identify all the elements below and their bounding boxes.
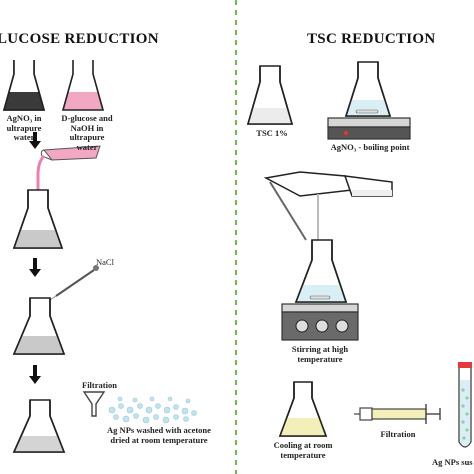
- pouring-flask-tsc-icon: [263, 171, 393, 197]
- right-title: TSC REDUCTION: [307, 31, 436, 47]
- flask-mixed-icon: [12, 189, 64, 249]
- flask-stirring-icon: [294, 239, 348, 303]
- pipette-tsc-icon: [269, 181, 307, 241]
- label-filtration-left: Filtration: [82, 380, 117, 390]
- flask-glucose-icon: [61, 60, 105, 111]
- flask-boiling-icon: [344, 61, 392, 117]
- test-tube-icon: [458, 362, 472, 448]
- arrow-down-3-icon: [29, 365, 41, 384]
- pink-stream: [36, 154, 46, 205]
- label-boiling: AgNO₃ - boiling point: [330, 142, 410, 152]
- funnel-icon: [82, 391, 106, 417]
- arrow-down-2-icon: [29, 258, 41, 277]
- label-tsc: TSC 1%: [256, 128, 288, 138]
- label-glucose: D-glucose and NaOH in ultrapure water: [61, 113, 113, 152]
- label-agno3: AgNO₃ in ultrapure water: [6, 113, 42, 142]
- label-stirring: Stirring at high temperature: [291, 344, 349, 364]
- pipette-nacl-icon: [49, 265, 99, 301]
- flask-nacl-icon: [12, 297, 66, 355]
- nanoparticles-icon: [108, 396, 197, 424]
- label-cooling: Cooling at room temperature: [273, 440, 333, 460]
- flask-final-left-icon: [12, 399, 66, 453]
- hotplate-1-icon: [327, 117, 411, 140]
- stirrer-plate-icon: [281, 303, 359, 341]
- pouring-flask-icon: [40, 145, 101, 161]
- flask-cooling-icon: [278, 381, 328, 437]
- label-nacl: NaCl: [96, 257, 114, 267]
- label-washed: Ag NPs washed with acetone dried at room…: [107, 425, 211, 445]
- arrow-down-1-icon: [29, 132, 41, 149]
- syringe-icon: [354, 404, 441, 424]
- label-suspension: Ag NPs sus: [432, 458, 473, 467]
- label-filtration-right: Filtration: [380, 429, 416, 439]
- flask-tsc-icon: [246, 65, 294, 125]
- left-title: LUCOSE REDUCTION: [0, 31, 159, 47]
- flask-agno3-icon: [2, 60, 46, 111]
